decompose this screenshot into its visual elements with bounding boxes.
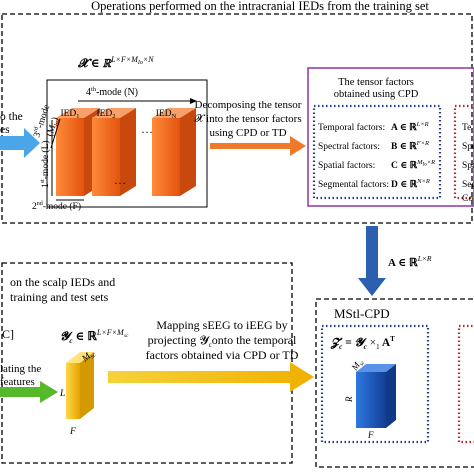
zc-cube [356,364,396,428]
decompose-text-1: Decomposing the tensor [195,99,302,111]
factor-row-segmental: Segmental factors: D ∈ ℝN×R [318,178,430,190]
svg-text:A ∈ ℝL×R: A ∈ ℝL×R [391,121,429,133]
svg-text:C ∈ ℝMIo×R: C ∈ ℝMIo×R [391,159,435,171]
green-arrow-text-2: features [0,376,35,388]
svg-text:D ∈ ℝN×R: D ∈ ℝN×R [391,178,430,190]
bottom-right-panel [315,298,474,468]
yc-cube [66,352,94,419]
mstl-cpd-box [320,324,430,444]
svg-text:Segmental factors:: Segmental factors: [318,179,389,190]
svg-text:Temporal factors:: Temporal factors: [318,122,385,133]
left-bracket: C] [2,327,14,341]
yc-definition: 𝓨c ∈ ℝL×F×Msc [60,328,129,345]
input-arrow-left [0,128,40,158]
tensor-definition: 𝓧 ∈ ℝL×F×MIo×N [77,55,154,70]
left-arrow-text-2: es [0,124,10,136]
green-arrow-text-1: lating the [0,363,41,375]
left-arrow-text-1: o the [0,111,23,123]
svg-text:Spectral factors:: Spectral factors: [318,141,380,152]
cpd-factors-box [312,104,442,200]
ied-dots-lower: … [114,173,126,187]
mode4-label: 4th-mode (N) [86,86,138,98]
mode2-label: 2nd-mode (F) [32,201,81,212]
zc-formula: 𝓩c = 𝓨c ×1 AT [330,335,395,351]
down-arrow-label: A ∈ ℝL×R [388,254,432,269]
top-title: Operations performed on the intracranial… [91,0,429,13]
td-clipped-2: Spe [462,142,474,152]
yc-cube-l: L [59,389,65,399]
mstl-td-box-clipped [457,324,474,444]
zc-cube-r: R [344,396,354,403]
td-clipped-5: Co [462,194,473,204]
down-arrow-A [358,226,386,296]
td-clipped-4: Seg [462,180,474,190]
factor-row-temporal: Temporal factors: A ∈ ℝL×R [318,121,429,133]
factors-title-2: obtained using CPD [334,89,419,100]
mapping-arrow [108,362,314,392]
ied-label-n: IEDN [156,109,177,120]
decompose-text-3: using CPD or TD [209,127,286,139]
factor-row-spatial: Spatial factors: C ∈ ℝMIo×R [318,159,435,171]
factors-title-1: The tensor factors [338,77,414,88]
scalp-title-1: on the scalp IEDs and [10,275,115,289]
factors-panel [307,67,474,207]
yc-cube-m: Msc [80,348,98,366]
ied-block-n [152,108,196,196]
factor-row-spectral: Spectral factors: B ∈ ℝF×R [318,140,429,152]
zc-cube-f: F [367,430,374,440]
top-panel-border [1,13,473,224]
mapping-text-1: Mapping sEEG to iEEG by [156,318,287,332]
yc-cube-f: F [69,427,76,437]
svg-text:B ∈ ℝF×R: B ∈ ℝF×R [391,140,429,152]
ied-dots-upper: … [141,122,153,136]
mapping-text-2: projecting 𝓨conto the temporal [148,333,297,349]
mstl-title: MStl-CPD [334,306,390,321]
td-factors-box-clipped [453,104,474,200]
decompose-arrow [210,136,306,156]
tensor-frame [46,79,208,208]
ied-label-2: IED2 [96,109,115,120]
ied-block-2 [92,108,136,196]
svg-text:Spatial factors:: Spatial factors: [318,160,375,171]
decompose-text-2: 𝓧 into the tensor factors [194,113,301,125]
td-clipped-1: Te [462,123,471,133]
mode4-arrowhead [190,98,197,104]
ied-label-1: IED1 [60,109,79,120]
feature-arrow-green [0,381,58,403]
mode1-label: 1st-mode (L) [40,140,51,188]
bottom-left-panel [1,262,293,464]
mapping-text-3: factors obtained via CPD or TD [146,348,299,362]
scalp-title-2: training and test sets [10,290,109,304]
td-clipped-3: Spa [462,161,474,171]
